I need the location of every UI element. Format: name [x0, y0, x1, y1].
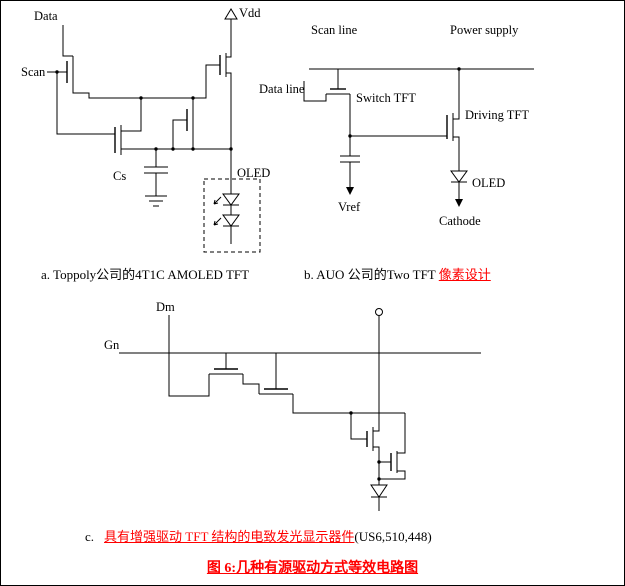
- label-oled-b: OLED: [472, 176, 505, 190]
- caption-b-black: b. AUO 公司的Two TFT: [304, 267, 439, 282]
- circuit-c-wiring: [119, 315, 481, 511]
- vdd-terminal-icon: [224, 8, 238, 20]
- caption-circuit-b: b. AUO 公司的Two TFT 像素设计: [304, 264, 491, 283]
- caption-b-red: 像素设计: [438, 267, 491, 282]
- label-vdd: Vdd: [239, 6, 261, 20]
- label-gn: Gn: [104, 338, 120, 352]
- label-power-supply: Power supply: [450, 23, 519, 37]
- label-dm: Dm: [156, 300, 175, 314]
- caption-c-patent: (US6,510,448): [354, 529, 432, 544]
- cathode-arrow: [455, 199, 463, 207]
- caption-a-text: a. Toppoly公司的4T1C AMOLED TFT: [41, 267, 250, 282]
- terminal-circle: [375, 308, 383, 316]
- junction-dots-c: [349, 411, 381, 481]
- driving-tft: [446, 113, 454, 141]
- caption-c-red: 具有增强驱动 TFT 结构的电致发光显示器件: [104, 529, 355, 544]
- circuit-c: Dm Gn: [104, 300, 481, 511]
- circuit-a-wiring: [47, 19, 232, 196]
- transistor-t1: [66, 56, 74, 88]
- switch-tft: [326, 88, 350, 95]
- junction-dots-a: [55, 70, 233, 151]
- label-cathode: Cathode: [439, 214, 481, 228]
- storage-capacitor: [144, 166, 168, 174]
- label-switch-tft: Switch TFT: [356, 91, 416, 105]
- figure-caption: 图 6:几种有源驱动方式等效电路图: [1, 557, 624, 577]
- junction-dots-b: [348, 67, 461, 138]
- label-oled-a: OLED: [237, 166, 270, 180]
- label-vref: Vref: [338, 200, 361, 214]
- transistor-c3-driving: [366, 427, 374, 451]
- caption-c-prefix: c.: [85, 529, 95, 544]
- label-scan-line: Scan line: [311, 23, 358, 37]
- ground-icon: [145, 195, 167, 207]
- transistor-t2: [114, 125, 122, 155]
- label-scan: Scan: [21, 65, 46, 79]
- caption-circuit-c: c. 具有增强驱动 TFT 结构的电致发光显示器件(US6,510,448): [85, 526, 432, 545]
- figure-caption-text: 图 6:几种有源驱动方式等效电路图: [206, 561, 419, 576]
- transistor-c1: [209, 368, 243, 375]
- label-data: Data: [34, 9, 58, 23]
- vref-arrow: [346, 187, 354, 195]
- oled-dashed-box: [203, 178, 261, 253]
- transistor-c2: [259, 388, 293, 395]
- transistor-c4-diode-connected: [390, 451, 398, 473]
- label-driving-tft: Driving TFT: [465, 108, 529, 122]
- transistor-t4-driving: [219, 53, 227, 77]
- oled-diode-stack: [213, 193, 240, 244]
- el-diode: [370, 484, 388, 498]
- circuit-a: Data Scan Vdd Cs OLED: [21, 6, 270, 253]
- label-cs: Cs: [113, 169, 126, 183]
- storage-capacitor-b: [340, 155, 360, 163]
- label-data-line: Data line: [259, 82, 305, 96]
- caption-circuit-a: a. Toppoly公司的4T1C AMOLED TFT: [41, 264, 249, 283]
- transistor-t3: [186, 105, 194, 135]
- circuit-b: Scan line Power supply Data line Switch …: [259, 23, 534, 228]
- oled-diode-b: [450, 170, 468, 183]
- circuit-b-wiring: [303, 68, 534, 199]
